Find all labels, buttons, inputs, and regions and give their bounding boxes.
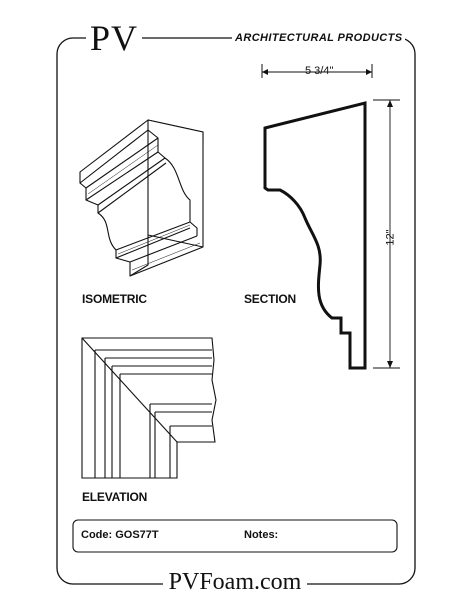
height-dimension: 12"	[384, 229, 397, 246]
footer-box	[72, 519, 398, 553]
isometric-drawing	[79, 119, 204, 277]
brand-logo: PV	[86, 20, 143, 56]
website-text: PVFoam.com	[162, 569, 308, 595]
website-footer: PVFoam.com	[0, 569, 470, 595]
notes-label: Notes:	[244, 529, 279, 541]
product-code: Code: GOS77T	[81, 529, 159, 541]
brand-subtitle: ARCHITECTURAL PRODUCTS	[232, 33, 406, 44]
section-drawing	[261, 64, 400, 370]
elevation-label: ELEVATION	[82, 490, 148, 504]
width-dimension: 5 3/4"	[305, 65, 334, 77]
isometric-label: ISOMETRIC	[82, 292, 147, 306]
section-label: SECTION	[244, 292, 296, 306]
elevation-drawing	[81, 337, 217, 479]
